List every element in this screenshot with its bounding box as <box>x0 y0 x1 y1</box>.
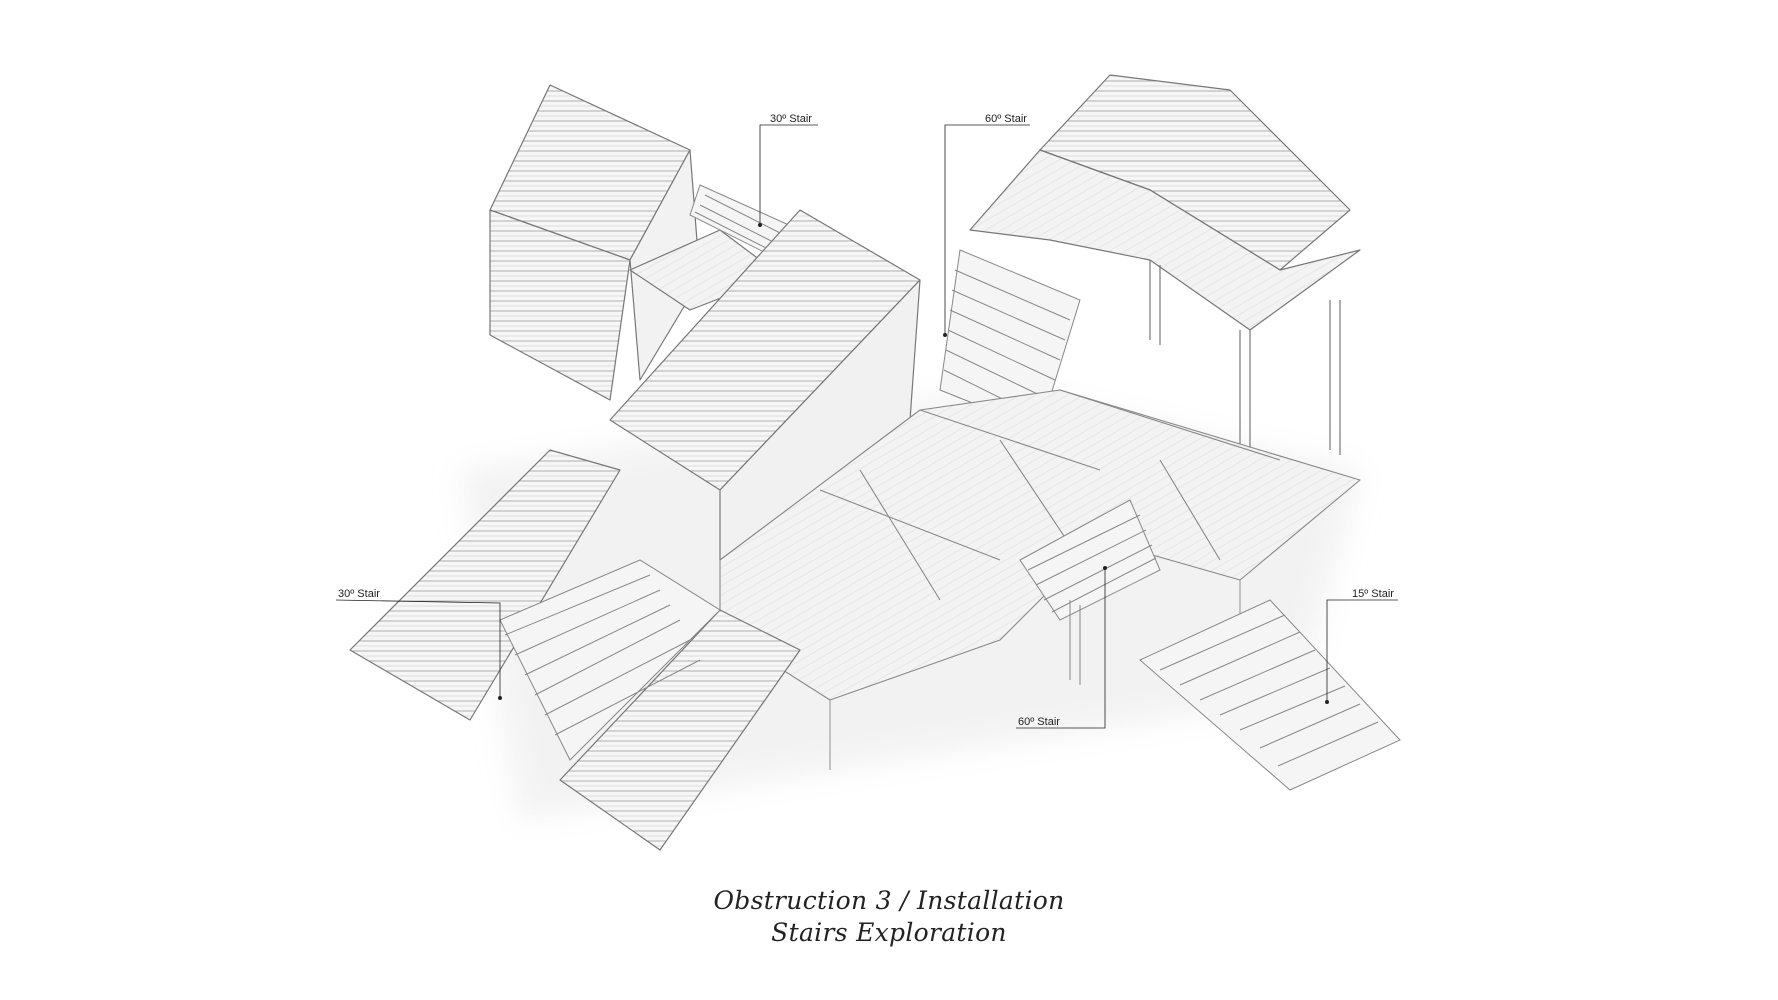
callout-top-left: 30º Stair <box>758 113 818 227</box>
top-right-house <box>969 74 1361 475</box>
caption-subtitle: Stairs Exploration <box>771 918 1007 947</box>
callout-left: 30º Stair <box>335 588 502 700</box>
caption-title: Obstruction 3 / Installation <box>713 886 1065 915</box>
label-60-stair-bottom: 60º Stair <box>1018 716 1060 728</box>
stair-top-center <box>939 249 1081 431</box>
stair-left <box>499 559 721 761</box>
left-ramps <box>349 449 801 851</box>
stair-right <box>1139 599 1401 791</box>
label-60-stair-top: 60º Stair <box>985 113 1027 125</box>
callout-bottom-center: 60º Stair <box>1016 566 1107 729</box>
top-left-shed <box>489 84 781 401</box>
label-30-stair-top: 30º Stair <box>770 113 812 125</box>
callout-top-center: 60º Stair <box>943 113 1030 337</box>
label-30-stair-left: 30º Stair <box>338 588 380 600</box>
callout-right: 15º Stair <box>1325 588 1398 704</box>
label-15-stair: 15º Stair <box>1352 588 1394 600</box>
stair-bottom-center <box>1019 499 1161 685</box>
